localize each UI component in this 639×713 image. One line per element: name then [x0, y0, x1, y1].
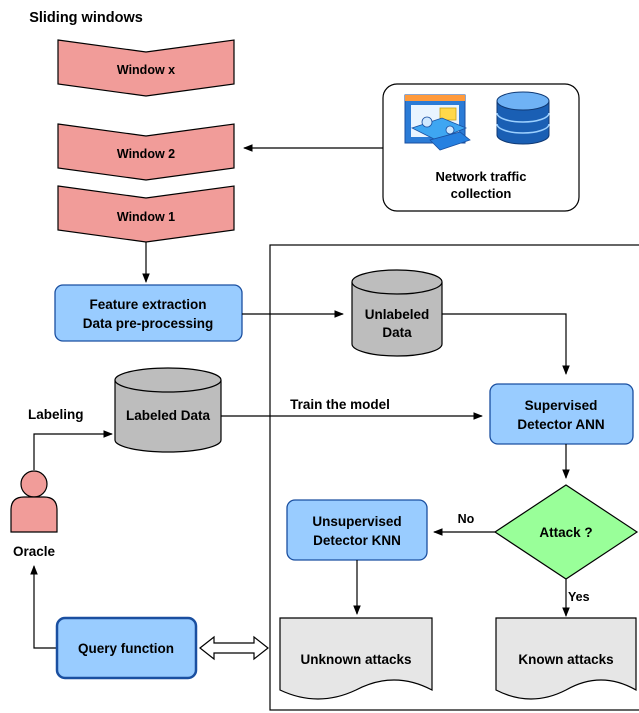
labeled-data-cylinder: Labeled Data: [114, 367, 222, 453]
attack-label: Attack ?: [539, 525, 592, 540]
no-label: No: [458, 512, 475, 526]
unlabeled-data-cylinder: Unlabeled Data: [351, 269, 443, 357]
unsupervised-detector-box: Unsupervised Detector KNN: [286, 499, 428, 561]
network-monitor-icon: [404, 94, 471, 151]
labeling-label: Labeling: [28, 407, 84, 422]
labeled-data-label: Labeled Data: [126, 408, 211, 423]
supervised-detector-box: Supervised Detector ANN: [489, 383, 634, 445]
network-traffic-line2: collection: [451, 186, 512, 201]
query-function-label: Query function: [78, 641, 174, 656]
window-2-label: Window 2: [117, 147, 175, 161]
database-icon: [496, 91, 550, 145]
window-x: Window x: [57, 39, 235, 97]
supervised-line2: Detector ANN: [517, 417, 604, 432]
oracle-person-icon: [10, 470, 58, 533]
system-frame: [269, 244, 639, 711]
feature-extraction-box: Feature extraction Data pre-processing: [54, 284, 243, 342]
yes-label: Yes: [568, 590, 590, 604]
window-x-label: Window x: [117, 63, 175, 77]
known-attacks-label: Known attacks: [518, 652, 613, 667]
arrow-oracle-to-labeled: [33, 430, 113, 470]
train-model-label: Train the model: [290, 397, 390, 412]
known-attacks-document: Known attacks: [495, 617, 637, 700]
unsupervised-line2: Detector KNN: [313, 533, 401, 548]
window-2: Window 2: [57, 123, 235, 181]
feature-extraction-line1: Feature extraction: [89, 297, 206, 312]
window-1: Window 1: [57, 185, 235, 243]
unknown-attacks-label: Unknown attacks: [300, 652, 411, 667]
double-arrow-query-unknown: [199, 635, 269, 661]
supervised-line1: Supervised: [525, 398, 598, 413]
arrow-unlabeled-to-supervised: [442, 313, 570, 375]
window-1-label: Window 1: [117, 210, 175, 224]
feature-extraction-line2: Data pre-processing: [83, 316, 214, 331]
unsupervised-line1: Unsupervised: [312, 514, 401, 529]
diagram-title: Sliding windows: [29, 10, 143, 26]
unlabeled-line2: Data: [382, 325, 412, 340]
arrow-query-to-oracle: [30, 565, 57, 649]
attack-decision-diamond: Attack ?: [493, 484, 639, 580]
unknown-attacks-document: Unknown attacks: [279, 617, 433, 700]
unlabeled-line1: Unlabeled: [365, 307, 430, 322]
network-traffic-box: Network traffic collection: [382, 83, 580, 212]
oracle-label: Oracle: [13, 544, 56, 559]
query-function-box: Query function: [55, 616, 198, 680]
network-traffic-line1: Network traffic: [435, 169, 526, 184]
